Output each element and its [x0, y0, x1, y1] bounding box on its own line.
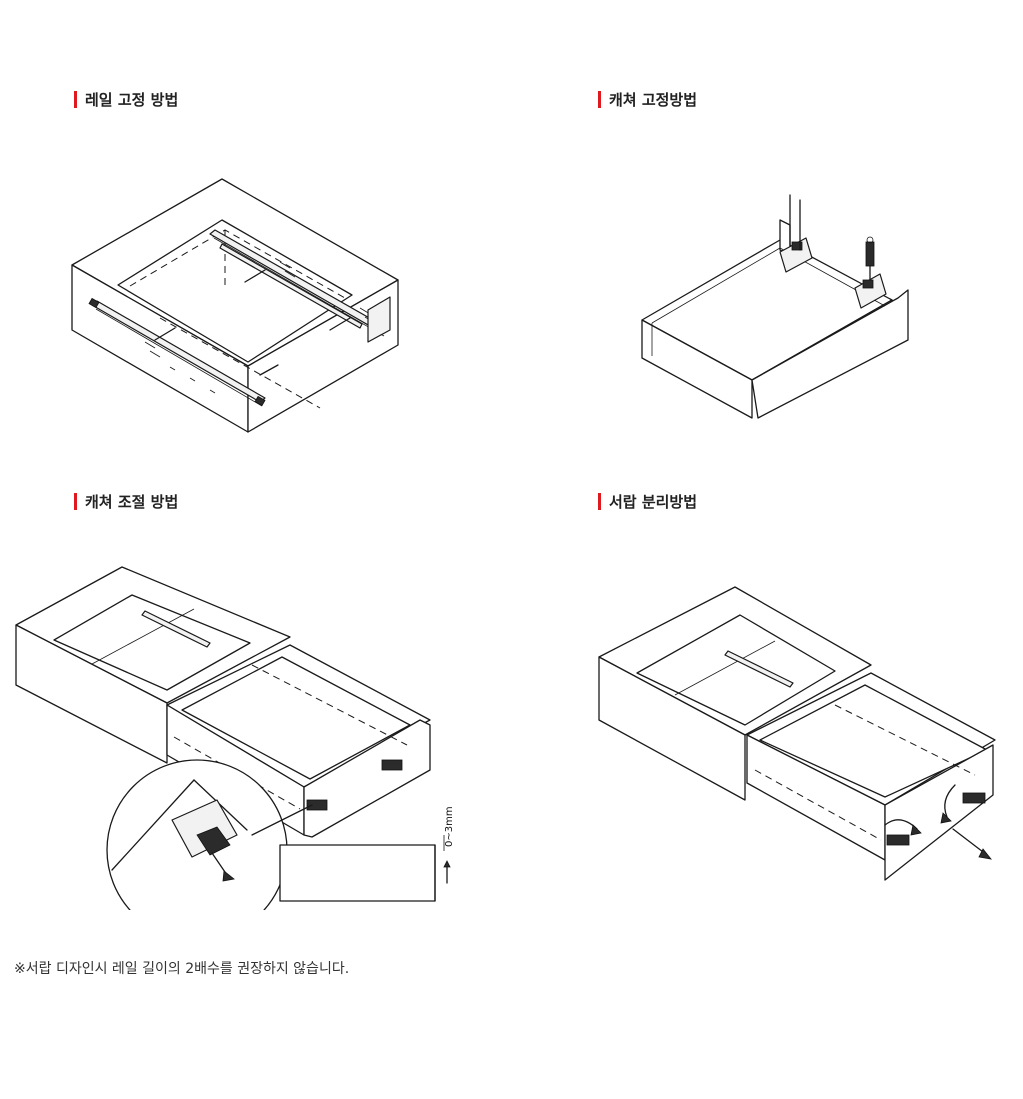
- adjust-range-label: 0~3mm: [444, 806, 455, 847]
- illustration-catcher-fix: [630, 180, 930, 425]
- section-title-rail-fix: 레일 고정 방법: [74, 89, 178, 110]
- design-note: ※서랍 디자인시 레일 길이의 2배수를 권장하지 않습니다.: [14, 961, 350, 977]
- illustration-drawer-remove: [595, 585, 1000, 885]
- section-title-text: 캐쳐 고정방법: [609, 91, 698, 109]
- title-accent-bar: [74, 91, 77, 108]
- section-title-drawer-remove: 서랍 분리방법: [598, 491, 697, 512]
- section-title-catcher-fix: 캐쳐 고정방법: [598, 89, 697, 110]
- illustration-catcher-adjust: 0~3mm: [12, 565, 482, 910]
- section-title-text: 캐쳐 조절 방법: [85, 493, 179, 511]
- title-accent-bar: [598, 91, 601, 108]
- title-accent-bar: [598, 493, 601, 510]
- section-title-text: 서랍 분리방법: [609, 493, 698, 511]
- section-title-catcher-adjust: 캐쳐 조절 방법: [74, 491, 178, 512]
- section-title-text: 레일 고정 방법: [85, 91, 179, 109]
- illustration-rail-fix: [60, 170, 410, 440]
- title-accent-bar: [74, 493, 77, 510]
